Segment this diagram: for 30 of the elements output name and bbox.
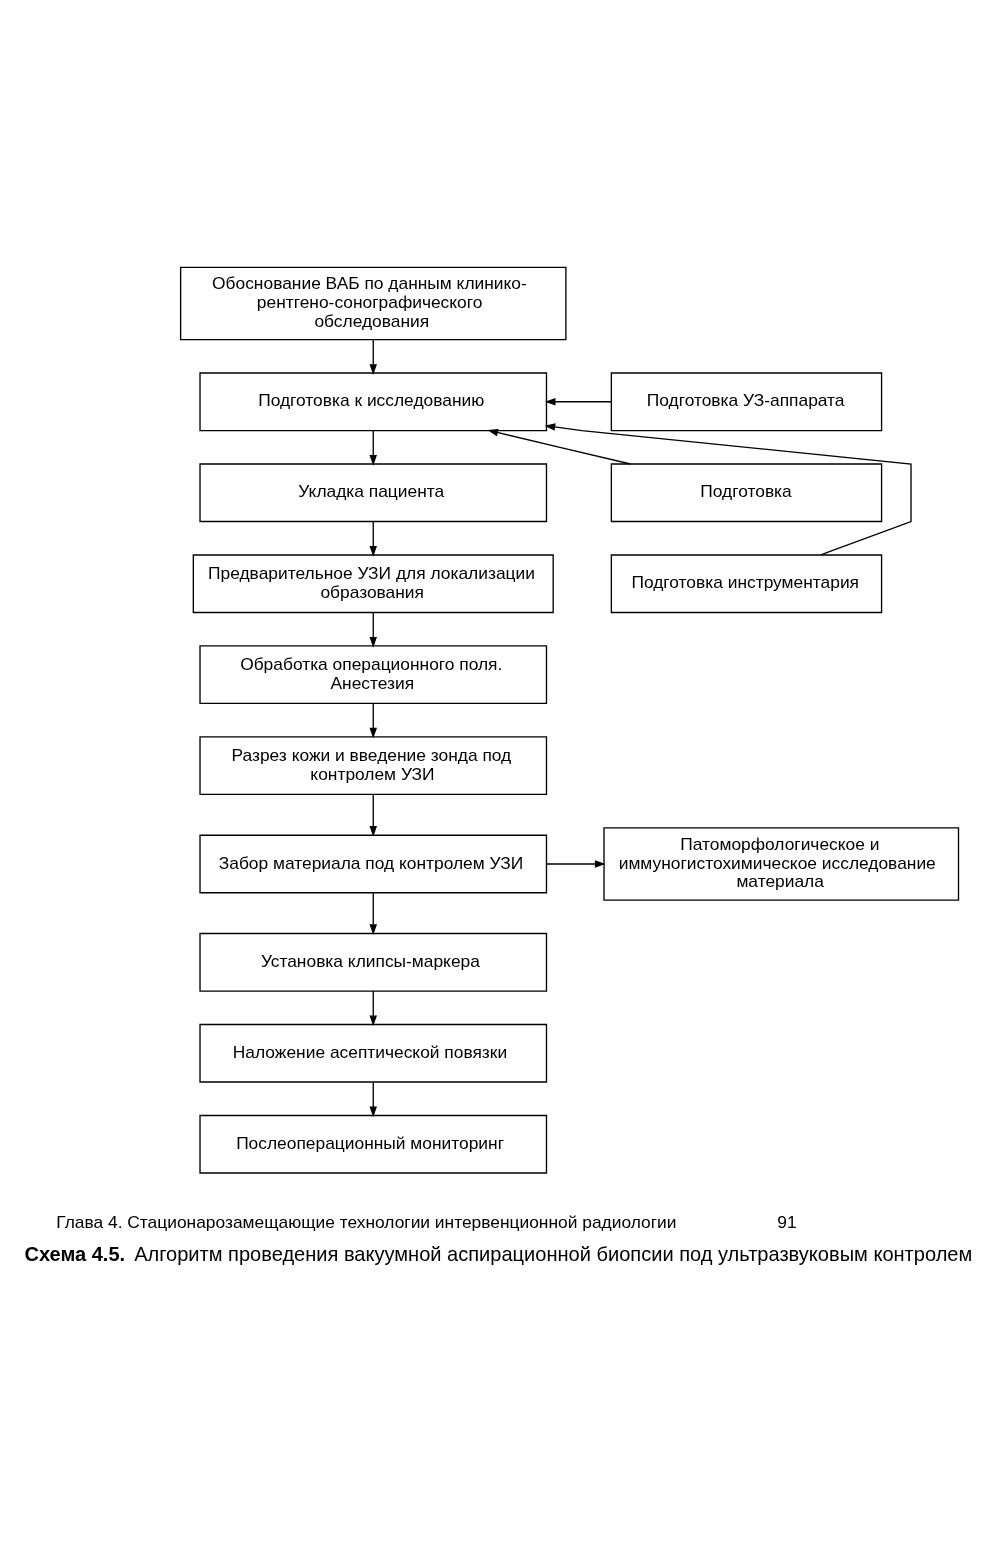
node-box: Предварительное УЗИ для локализации образования bbox=[192, 554, 554, 614]
node-box: Подготовка инструментария bbox=[610, 554, 883, 614]
arrow bbox=[369, 339, 377, 375]
arrow bbox=[369, 892, 377, 936]
node-box: Подготовка к исследованию bbox=[199, 372, 548, 432]
node-box: Обоснование ВАБ по данным клинико-рентгено-сонографического обследования bbox=[179, 266, 567, 341]
node-box: Подготовка bbox=[610, 463, 883, 523]
label: Глава 4. Стационарозамещающие технологии интервенционной радиологии bbox=[56, 1212, 677, 1233]
node-box: Разрез кожи и введение зонда под контролем УЗИ bbox=[199, 736, 548, 796]
arrow bbox=[369, 611, 377, 648]
arrow bbox=[369, 429, 377, 466]
node-box: Укладка пациента bbox=[199, 463, 548, 523]
node-box: Забор материала под контролем УЗИ bbox=[199, 834, 548, 894]
arrow bbox=[369, 1081, 377, 1118]
arrow bbox=[544, 398, 612, 406]
node-box: Послеоперационный мониторинг bbox=[199, 1114, 548, 1174]
caption: Схема 4.5. Алгоритм проведения вакуумной аспирационной биопсии под ультразвуковым контролем bbox=[24, 1243, 973, 1266]
arrow bbox=[369, 990, 377, 1027]
arrow bbox=[546, 860, 606, 868]
node-box: Установка клипсы-маркера bbox=[199, 932, 548, 992]
node-box: Подготовка УЗ-аппарата bbox=[610, 372, 883, 432]
node-box: Обработка операционного поля. Анестезия bbox=[199, 645, 548, 705]
arrow bbox=[487, 428, 632, 465]
arrow bbox=[369, 794, 377, 837]
arrow bbox=[369, 520, 377, 557]
node-box: Патоморфологическое и иммуногистохимическое исследование материала bbox=[603, 827, 960, 901]
arrow bbox=[369, 702, 377, 739]
arrow bbox=[544, 423, 912, 556]
label: 91 bbox=[777, 1212, 797, 1233]
node-box: Наложение асептической повязки bbox=[199, 1023, 548, 1083]
